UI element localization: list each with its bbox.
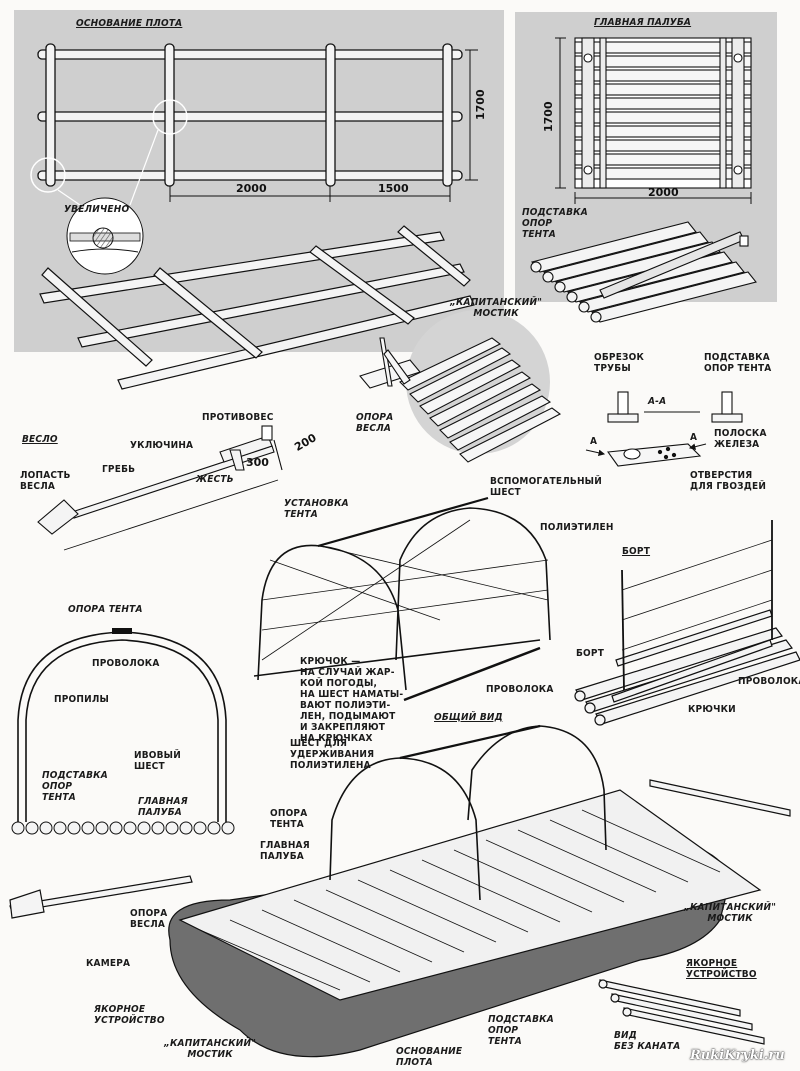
general-support-label: ПОДСТАВКА ОПОР ТЕНТА bbox=[488, 1014, 554, 1047]
pipe-strip-label: ПОЛОСКА ЖЕЛЕЗА bbox=[714, 428, 767, 450]
arch-willow-label: ИВОВЫЙ ШЕСТ bbox=[134, 750, 181, 772]
pipe-cut-label: ОБРЕЗОК ТРУБЫ bbox=[594, 352, 645, 374]
arch-title: ОПОРА ТЕНТА bbox=[68, 604, 143, 615]
general-bridge-right-label: „КАПИТАНСКИЙ" МОСТИК bbox=[684, 902, 777, 924]
anchor-view-label: ВИД БЕЗ КАНАТА bbox=[614, 1030, 681, 1052]
deck-dim-height: 1700 bbox=[542, 101, 555, 132]
oar-counterweight: ПРОТИВОВЕС bbox=[202, 412, 274, 423]
arch-wire-label: ПРОВОЛОКА bbox=[92, 658, 160, 669]
oar bbox=[37, 425, 283, 551]
general-bridge-label: „КАПИТАНСКИЙ" МОСТИК bbox=[164, 1038, 257, 1060]
oar-dim-300: 300 bbox=[246, 456, 269, 469]
arch-support bbox=[11, 628, 235, 835]
pipe-holes-label: ОТВЕРСТИЯ ДЛЯ ГВОЗДЕЙ bbox=[690, 470, 767, 492]
tent-pole-label: ВСПОМОГАТЕЛЬНЫЙ ШЕСТ bbox=[490, 476, 602, 498]
pipe-support-label: ПОДСТАВКА ОПОР ТЕНТА bbox=[704, 352, 772, 374]
side-board bbox=[574, 520, 800, 726]
oar-blade: ЛОПАСТЬ ВЕСЛА bbox=[20, 470, 71, 492]
general-deck-label: ГЛАВНАЯ ПАЛУБА bbox=[260, 840, 310, 862]
base-dim-width: 1700 bbox=[474, 89, 487, 120]
base-frame-3d bbox=[39, 225, 475, 390]
base-title: ОСНОВАНИЕ ПЛОТА bbox=[76, 18, 183, 29]
deck-dims bbox=[555, 37, 752, 204]
deck-support-label: ПОДСТАВКА ОПОР ТЕНТА bbox=[522, 207, 588, 240]
pipe-detail bbox=[585, 391, 743, 467]
bridge-title: „КАПИТАНСКИЙ" МОСТИК bbox=[450, 297, 543, 319]
tent-install bbox=[253, 496, 551, 702]
deck-plan bbox=[574, 37, 752, 189]
base-dim-b: 1500 bbox=[378, 182, 409, 195]
pipe-arrow-a-left: А bbox=[590, 436, 598, 447]
tent-title: УСТАНОВКА ТЕНТА bbox=[284, 498, 349, 520]
side-title: БОРТ bbox=[622, 546, 651, 557]
tent-hook-note: КРЮЧОК — НА СЛУЧАЙ ЖАР- КОЙ ПОГОДЫ, НА Ш… bbox=[300, 656, 404, 744]
side-hooks-label: КРЮЧКИ bbox=[688, 704, 736, 715]
zoom-label: УВЕЛИЧЕНО bbox=[64, 204, 130, 215]
bridge-oar-support: ОПОРА ВЕСЛА bbox=[356, 412, 394, 434]
general-base-label: ОСНОВАНИЕ ПЛОТА bbox=[396, 1046, 463, 1068]
watermark: RukiKryki.ru bbox=[690, 1048, 785, 1063]
tent-wire-label: ПРОВОЛОКА bbox=[486, 684, 554, 695]
base-dims bbox=[30, 49, 478, 206]
anchor-title: ЯКОРНОЕ УСТРОЙСТВО bbox=[686, 958, 757, 980]
base-dim-a: 2000 bbox=[236, 182, 267, 195]
arch-cuts-label: ПРОПИЛЫ bbox=[54, 694, 110, 705]
general-title: ОБЩИЙ ВИД bbox=[434, 712, 503, 723]
bridge-3d bbox=[359, 337, 562, 463]
zoom-detail bbox=[66, 197, 144, 275]
anchor-device bbox=[598, 979, 765, 1045]
side-wire-label: ПРОВОЛОКА bbox=[738, 676, 800, 687]
pipe-arrow-a-right: А bbox=[690, 432, 698, 443]
base-plan bbox=[37, 43, 463, 187]
oar-oarlock: УКЛЮЧИНА bbox=[130, 440, 194, 451]
tent-poly-label: ПОЛИЭТИЛЕН bbox=[540, 522, 614, 533]
general-anchor-label: ЯКОРНОЕ УСТРОЙСТВО bbox=[94, 1004, 165, 1026]
oar-tin: ЖЕСТЬ bbox=[196, 474, 234, 485]
general-holder-label: ШЕСТ ДЛЯ УДЕРЖИВАНИЯ ПОЛИЭТИЛЕНА bbox=[290, 738, 375, 771]
general-oar-support: ОПОРА ВЕСЛА bbox=[130, 908, 168, 930]
general-view bbox=[9, 724, 791, 1058]
side-board-label: БОРТ bbox=[576, 648, 605, 659]
deck-dim-width: 2000 bbox=[648, 186, 679, 199]
base-panel bbox=[14, 10, 504, 352]
pipe-section-label: А-А bbox=[648, 396, 667, 407]
oar-shaft: ГРЕБЬ bbox=[102, 464, 136, 475]
deck-title: ГЛАВНАЯ ПАЛУБА bbox=[594, 17, 692, 28]
oar-title: ВЕСЛО bbox=[22, 434, 58, 445]
arch-support-label: ПОДСТАВКА ОПОР ТЕНТА bbox=[42, 770, 108, 803]
general-chamber-label: КАМЕРА bbox=[86, 958, 131, 969]
deck-3d bbox=[530, 221, 757, 323]
arch-deck-label: ГЛАВНАЯ ПАЛУБА bbox=[138, 796, 188, 818]
general-tent-support: ОПОРА ТЕНТА bbox=[270, 808, 308, 830]
